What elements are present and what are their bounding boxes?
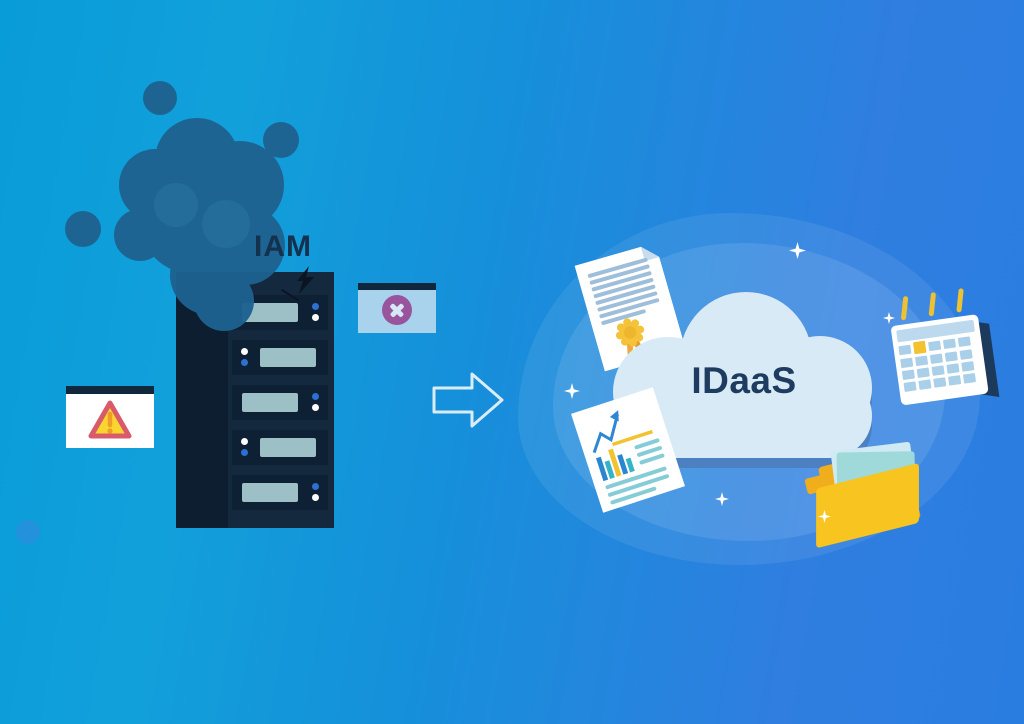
error-circle <box>382 295 412 325</box>
led-indicator <box>241 359 248 366</box>
chart-report-document-icon <box>571 387 685 513</box>
idaas-label: IDaaS <box>691 360 797 401</box>
warning-triangle-icon <box>88 400 132 439</box>
window-title-bar <box>358 283 436 290</box>
server-bay <box>232 430 328 465</box>
led-indicator <box>312 494 319 501</box>
server-bay <box>232 475 328 510</box>
led-indicator <box>312 393 319 400</box>
led-indicator <box>241 438 248 445</box>
led-indicator <box>312 404 319 411</box>
server-screen <box>260 438 316 457</box>
server-bay <box>232 385 328 420</box>
mini-chart <box>592 410 670 505</box>
smoke-cloud-icon <box>65 81 299 331</box>
right-arrow-icon <box>432 372 504 428</box>
calendar-highlighted-day <box>912 340 927 355</box>
calendar-icon <box>886 288 1003 413</box>
iam-label: IAM <box>254 230 312 263</box>
cloud-icon <box>613 292 872 468</box>
calendar-ring <box>928 292 937 317</box>
led-indicator <box>241 449 248 456</box>
server-screen <box>242 393 298 412</box>
led-indicator <box>312 314 319 321</box>
server-screen <box>260 348 316 367</box>
calendar-grid <box>898 336 982 392</box>
window-title-bar <box>66 386 154 394</box>
led-indicator <box>312 483 319 490</box>
calendar-ring <box>956 288 964 313</box>
server-screen <box>242 303 298 322</box>
faint-dot-decoration <box>16 520 40 544</box>
warning-triangle-window-icon <box>66 386 154 448</box>
server-bay <box>232 340 328 375</box>
calendar-ring <box>900 295 909 321</box>
lightning-bolt-icon <box>297 266 314 294</box>
error-x-window-icon <box>358 283 436 333</box>
server-screen <box>242 483 298 502</box>
led-indicator <box>241 348 248 355</box>
led-indicator <box>312 303 319 310</box>
calendar-page <box>890 314 989 406</box>
